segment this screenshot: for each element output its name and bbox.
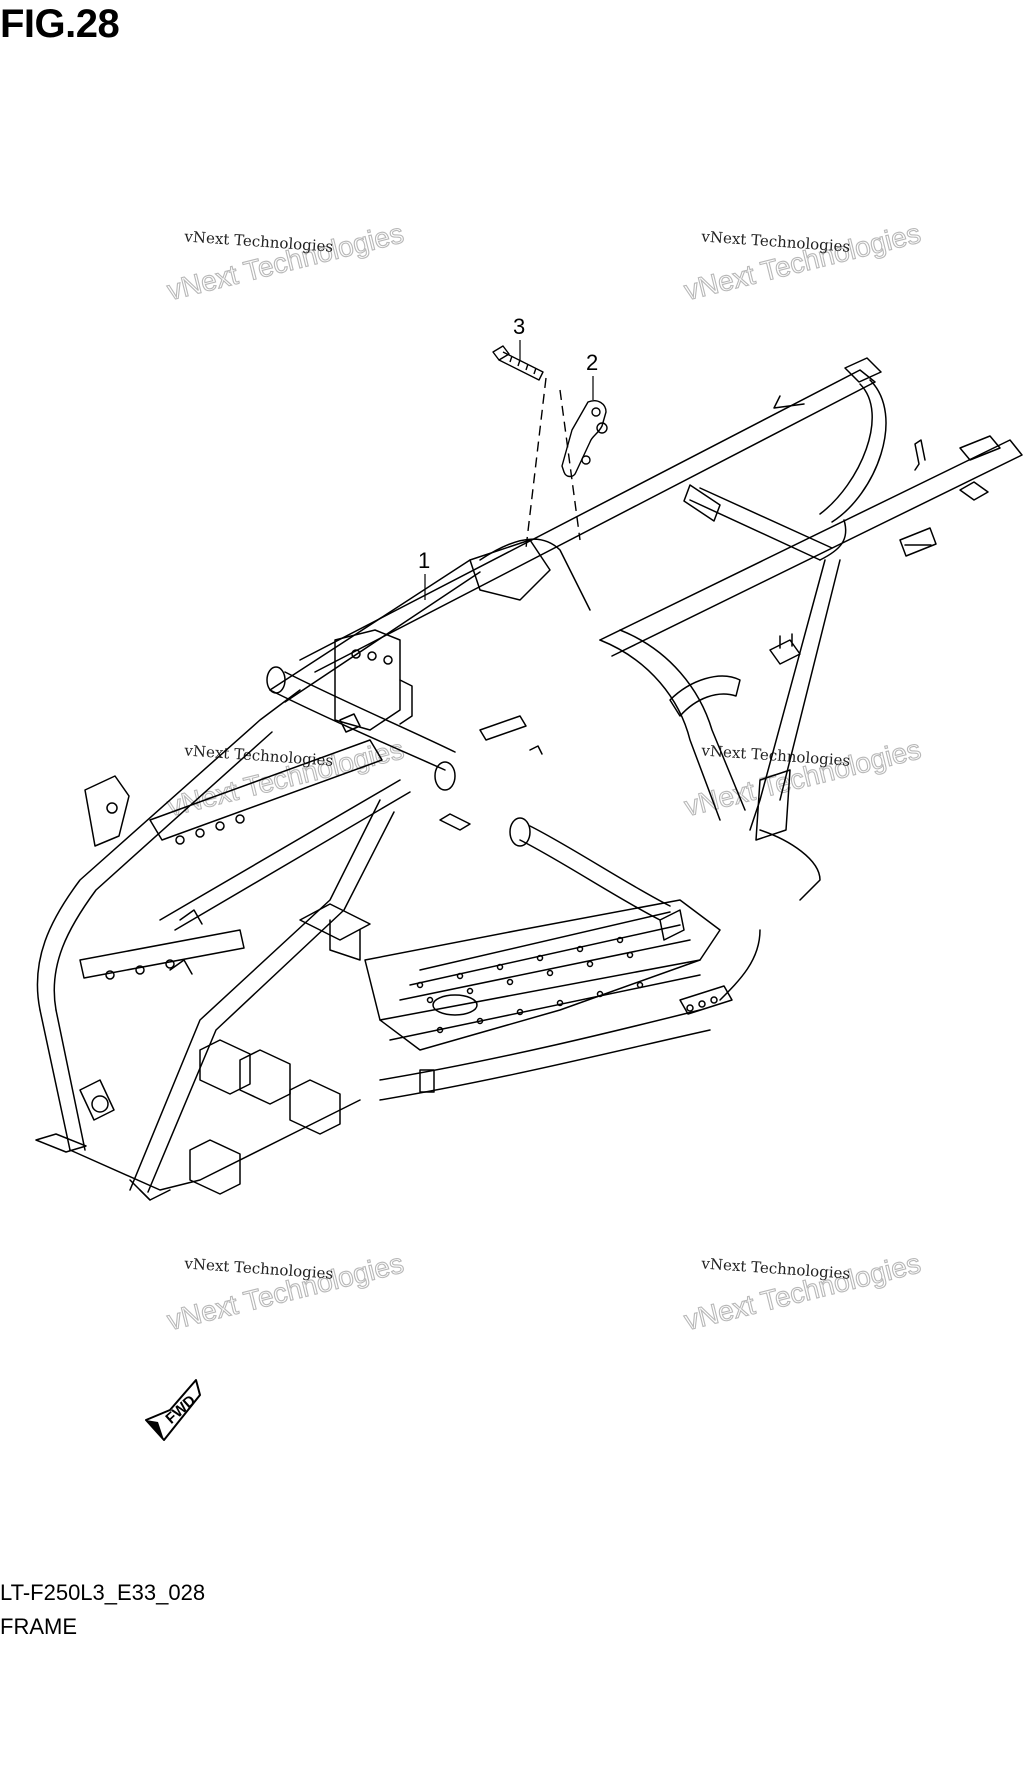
floor-holes — [416, 936, 644, 1034]
watermark-bottom-left: vNext Technologies vNext Technologies — [164, 1247, 408, 1337]
svg-text:vNext Technologies: vNext Technologies — [700, 1254, 851, 1282]
figure-code: LT-F250L3_E33_028 — [0, 1580, 206, 1605]
svg-text:vNext Technologies: vNext Technologies — [183, 227, 334, 255]
bracket-part — [559, 389, 608, 541]
callout-2: 2 — [586, 350, 598, 400]
svg-text:2: 2 — [586, 350, 598, 375]
frame-part — [35, 357, 1023, 1201]
svg-text:vNext Technologies: vNext Technologies — [700, 227, 851, 255]
svg-text:3: 3 — [513, 314, 525, 339]
forward-direction-badge: FWD — [145, 1379, 201, 1441]
figure-name: FRAME — [0, 1614, 77, 1639]
watermark-top-right: vNext Technologies vNext Technologies — [681, 217, 925, 307]
watermark-mid-left: vNext Technologies vNext Technologies — [164, 733, 408, 823]
callout-3: 3 — [513, 314, 525, 360]
svg-text:vNext Technologies: vNext Technologies — [183, 1254, 334, 1282]
watermark-top-left: vNext Technologies vNext Technologies — [164, 217, 408, 307]
watermark-bottom-right: vNext Technologies vNext Technologies — [681, 1247, 925, 1337]
bolt-part — [492, 345, 547, 549]
figure-title: FIG.28 — [0, 2, 120, 46]
svg-text:1: 1 — [418, 548, 430, 573]
watermark-mid-right: vNext Technologies vNext Technologies — [681, 733, 925, 823]
svg-text:vNext Technologies: vNext Technologies — [183, 741, 334, 769]
